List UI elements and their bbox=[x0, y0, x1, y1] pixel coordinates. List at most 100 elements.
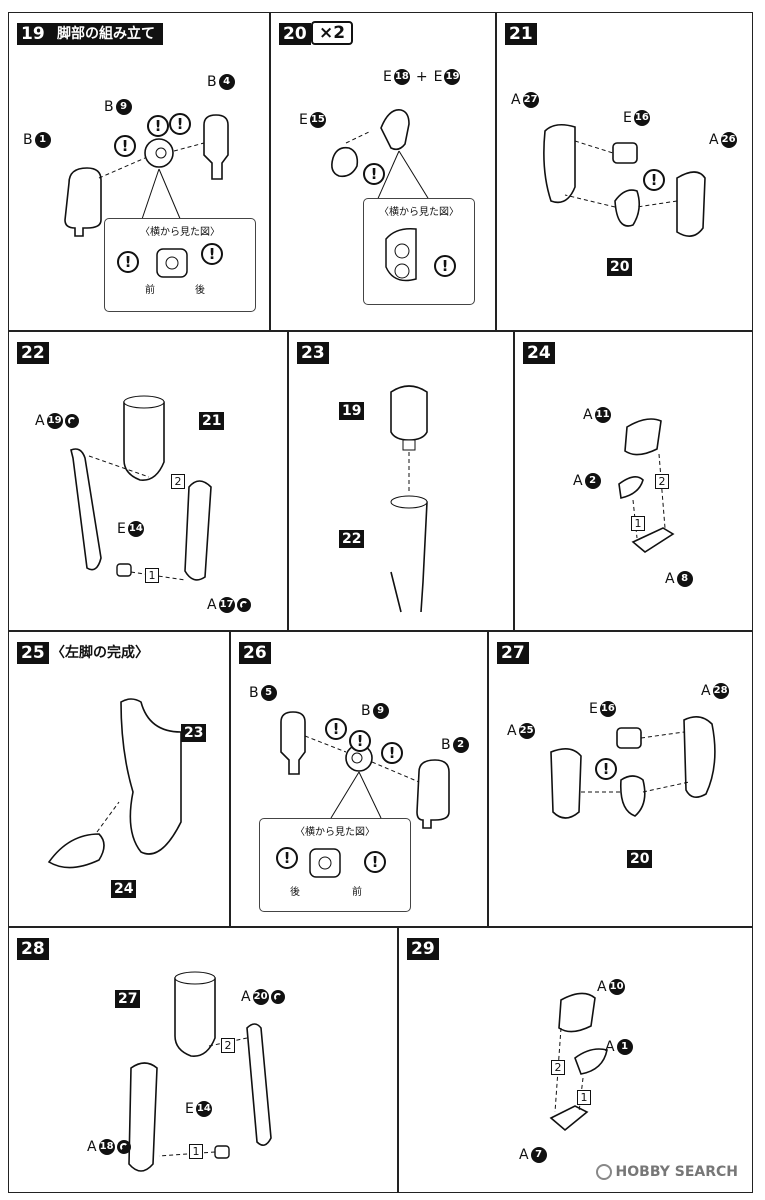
sub-step-number: 2 bbox=[171, 474, 185, 489]
leg-joint-illustration bbox=[64, 114, 229, 237]
step-reference: 23 bbox=[181, 724, 207, 742]
side-view-inset: 〈横から見た図〉 ! bbox=[363, 198, 475, 305]
right-lower-leg-assembly-illustration bbox=[128, 971, 272, 1172]
inset-caption: 〈横から見た図〉 bbox=[295, 827, 375, 838]
step-reference: 21 bbox=[199, 412, 225, 430]
gate-icon bbox=[236, 598, 251, 612]
step-number: 29 bbox=[407, 938, 439, 960]
caution-icon: ! bbox=[147, 115, 169, 137]
step-reference: 20 bbox=[627, 850, 653, 868]
gate-icon bbox=[116, 1140, 131, 1154]
side-view-inset: 〈横から見た図〉 ! ! 後 前 bbox=[259, 818, 411, 912]
step-number: 26 bbox=[239, 642, 271, 664]
step-number: 21 bbox=[505, 23, 537, 45]
step-number: 24 bbox=[523, 342, 555, 364]
step-number: 22 bbox=[17, 342, 49, 364]
watermark: HOBBY SEARCH bbox=[595, 1164, 738, 1180]
sub-step-number: 1 bbox=[145, 568, 159, 583]
step-title: 〈左脚の完成〉 bbox=[51, 645, 149, 661]
sub-step-number: 1 bbox=[577, 1090, 591, 1105]
gate-icon bbox=[270, 990, 285, 1004]
caution-icon: ! bbox=[325, 718, 347, 740]
quantity-multiplier: ×2 bbox=[311, 21, 354, 45]
side-view-inset: 〈横から見た図〉 ! ! 前 後 bbox=[104, 218, 256, 312]
right-foot-assembly-illustration bbox=[549, 992, 608, 1132]
thigh-assembly-illustration bbox=[543, 123, 706, 237]
step-25-panel: 25 〈左脚の完成〉 23 24 bbox=[8, 631, 230, 927]
lower-leg-assembly-illustration bbox=[70, 395, 212, 581]
step-number: 23 bbox=[297, 342, 329, 364]
back-label: 後 bbox=[195, 285, 205, 296]
back-label: 後 bbox=[290, 887, 300, 898]
caution-icon: ! bbox=[434, 255, 456, 277]
step-reference: 24 bbox=[111, 880, 137, 898]
right-thigh-assembly-illustration bbox=[550, 716, 716, 819]
step-23-panel: 23 19 22 bbox=[288, 331, 514, 631]
caution-icon: ! bbox=[595, 758, 617, 780]
front-label: 前 bbox=[145, 285, 155, 296]
foot-assembly-illustration bbox=[618, 418, 675, 553]
caution-icon: ! bbox=[169, 113, 191, 135]
step-title: 脚部の組み立て bbox=[49, 23, 163, 45]
step-reference: 27 bbox=[115, 990, 141, 1008]
leg-join-illustration bbox=[390, 385, 428, 613]
inset-caption: 〈横から見た図〉 bbox=[379, 207, 459, 218]
caution-icon: ! bbox=[201, 243, 223, 265]
inset-caption: 〈横から見た図〉 bbox=[140, 227, 220, 238]
caution-icon: ! bbox=[114, 135, 136, 157]
caution-icon: ! bbox=[363, 163, 385, 185]
sub-step-number: 2 bbox=[221, 1038, 235, 1053]
caution-icon: ! bbox=[349, 730, 371, 752]
sub-step-number: 1 bbox=[631, 516, 645, 531]
step-reference: 22 bbox=[339, 530, 365, 548]
caution-icon: ! bbox=[117, 251, 139, 273]
left-leg-complete-illustration bbox=[47, 698, 182, 869]
caution-icon: ! bbox=[276, 847, 298, 869]
front-label: 前 bbox=[352, 887, 362, 898]
caution-icon: ! bbox=[381, 742, 403, 764]
sub-step-number: 2 bbox=[655, 474, 669, 489]
step-number: 19 bbox=[17, 23, 49, 45]
step-number: 27 bbox=[497, 642, 529, 664]
step-reference: 19 bbox=[339, 402, 365, 420]
step-number: 25 bbox=[17, 642, 49, 664]
gate-icon bbox=[64, 414, 79, 428]
caution-icon: ! bbox=[364, 851, 386, 873]
right-leg-joint-illustration bbox=[280, 711, 450, 829]
step-reference: 20 bbox=[607, 258, 633, 276]
sub-step-number: 2 bbox=[551, 1060, 565, 1075]
sub-step-number: 1 bbox=[189, 1144, 203, 1159]
